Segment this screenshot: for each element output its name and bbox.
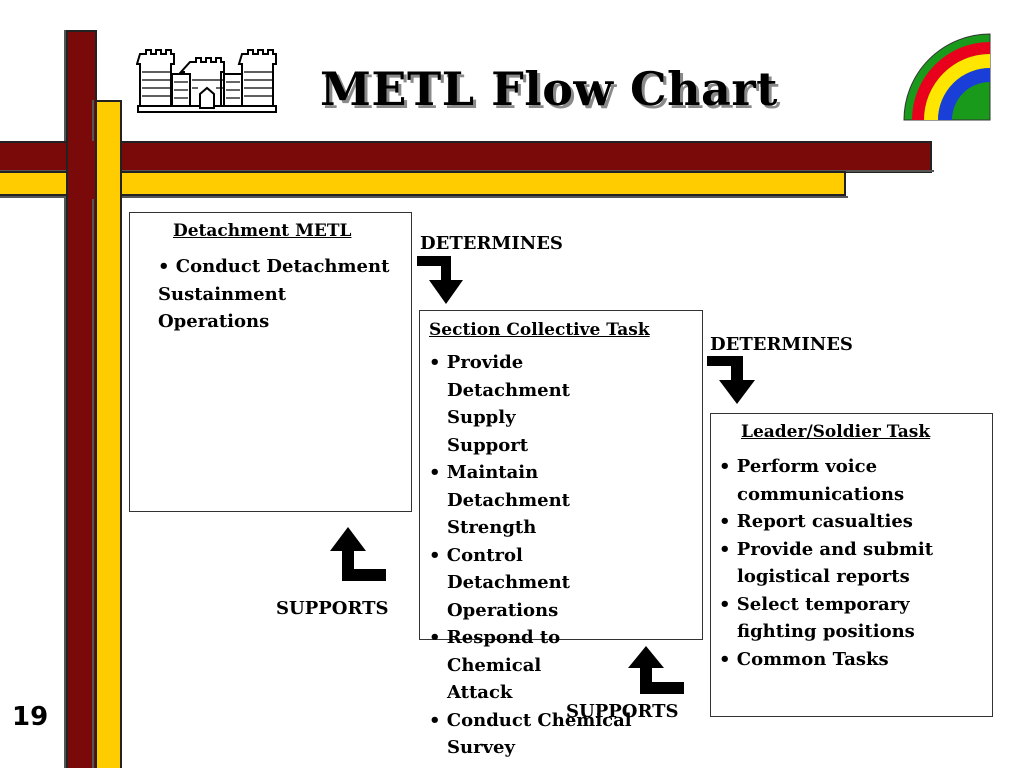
- frame-vertical-gold-overlap: [95, 141, 122, 199]
- list-item: Common Tasks: [719, 646, 987, 674]
- list-item: Perform voice communications: [719, 453, 987, 508]
- supports-label-1: SUPPORTS: [276, 598, 389, 619]
- frame-horizontal-maroon-bar: [0, 141, 932, 173]
- list-item: Respond to Chemical Attack: [429, 624, 597, 707]
- section-collective-task-heading: Section Collective Task: [429, 320, 650, 340]
- section-collective-task-box: Section Collective Task Provide Detachme…: [419, 310, 703, 758]
- determines-label-2: DETERMINES: [710, 334, 853, 355]
- list-item: Provide Detachment Supply Support: [429, 349, 597, 459]
- section-collective-task-list: Provide Detachment Supply Support Mainta…: [429, 349, 632, 762]
- supports-label-2: SUPPORTS: [566, 701, 679, 722]
- list-item: Control Detachment Operations: [429, 542, 597, 625]
- leader-soldier-task-list: Perform voice communications Report casu…: [719, 453, 987, 673]
- frame-vertical-gold-bar: [95, 100, 122, 768]
- determines-label-1: DETERMINES: [420, 233, 563, 254]
- page-number: 19: [12, 702, 49, 732]
- leader-soldier-task-heading: Leader/Soldier Task: [741, 422, 931, 442]
- castle-logo-icon: [136, 49, 277, 113]
- list-item: Report casualties: [719, 508, 987, 536]
- detachment-metl-box: Detachment METL Conduct Detachment Susta…: [129, 212, 412, 512]
- list-item: Provide and submit logistical reports: [719, 536, 987, 591]
- frame-horizontal-gold-bar: [0, 171, 846, 196]
- detachment-metl-heading: Detachment METL: [173, 221, 352, 241]
- list-item: Maintain Detachment Strength: [429, 459, 597, 542]
- rainbow-patch-icon: [903, 33, 991, 121]
- down-turn-arrow-icon: [707, 356, 755, 404]
- up-turn-arrow-icon: [330, 527, 386, 581]
- detachment-metl-list: Conduct Detachment Sustainment Operation…: [140, 253, 402, 336]
- list-item: Conduct Chemical Survey: [429, 707, 669, 762]
- leader-soldier-task-box: Leader/Soldier Task Perform voice commun…: [710, 413, 993, 717]
- up-turn-arrow-icon: [628, 646, 684, 694]
- down-turn-arrow-icon: [417, 256, 463, 304]
- list-item: Select temporary fighting positions: [719, 591, 987, 646]
- frame-vertical-maroon-overlap: [66, 141, 97, 199]
- list-item: Conduct Detachment Sustainment Operation…: [140, 253, 402, 336]
- slide-title: METL Flow Chart: [320, 62, 778, 116]
